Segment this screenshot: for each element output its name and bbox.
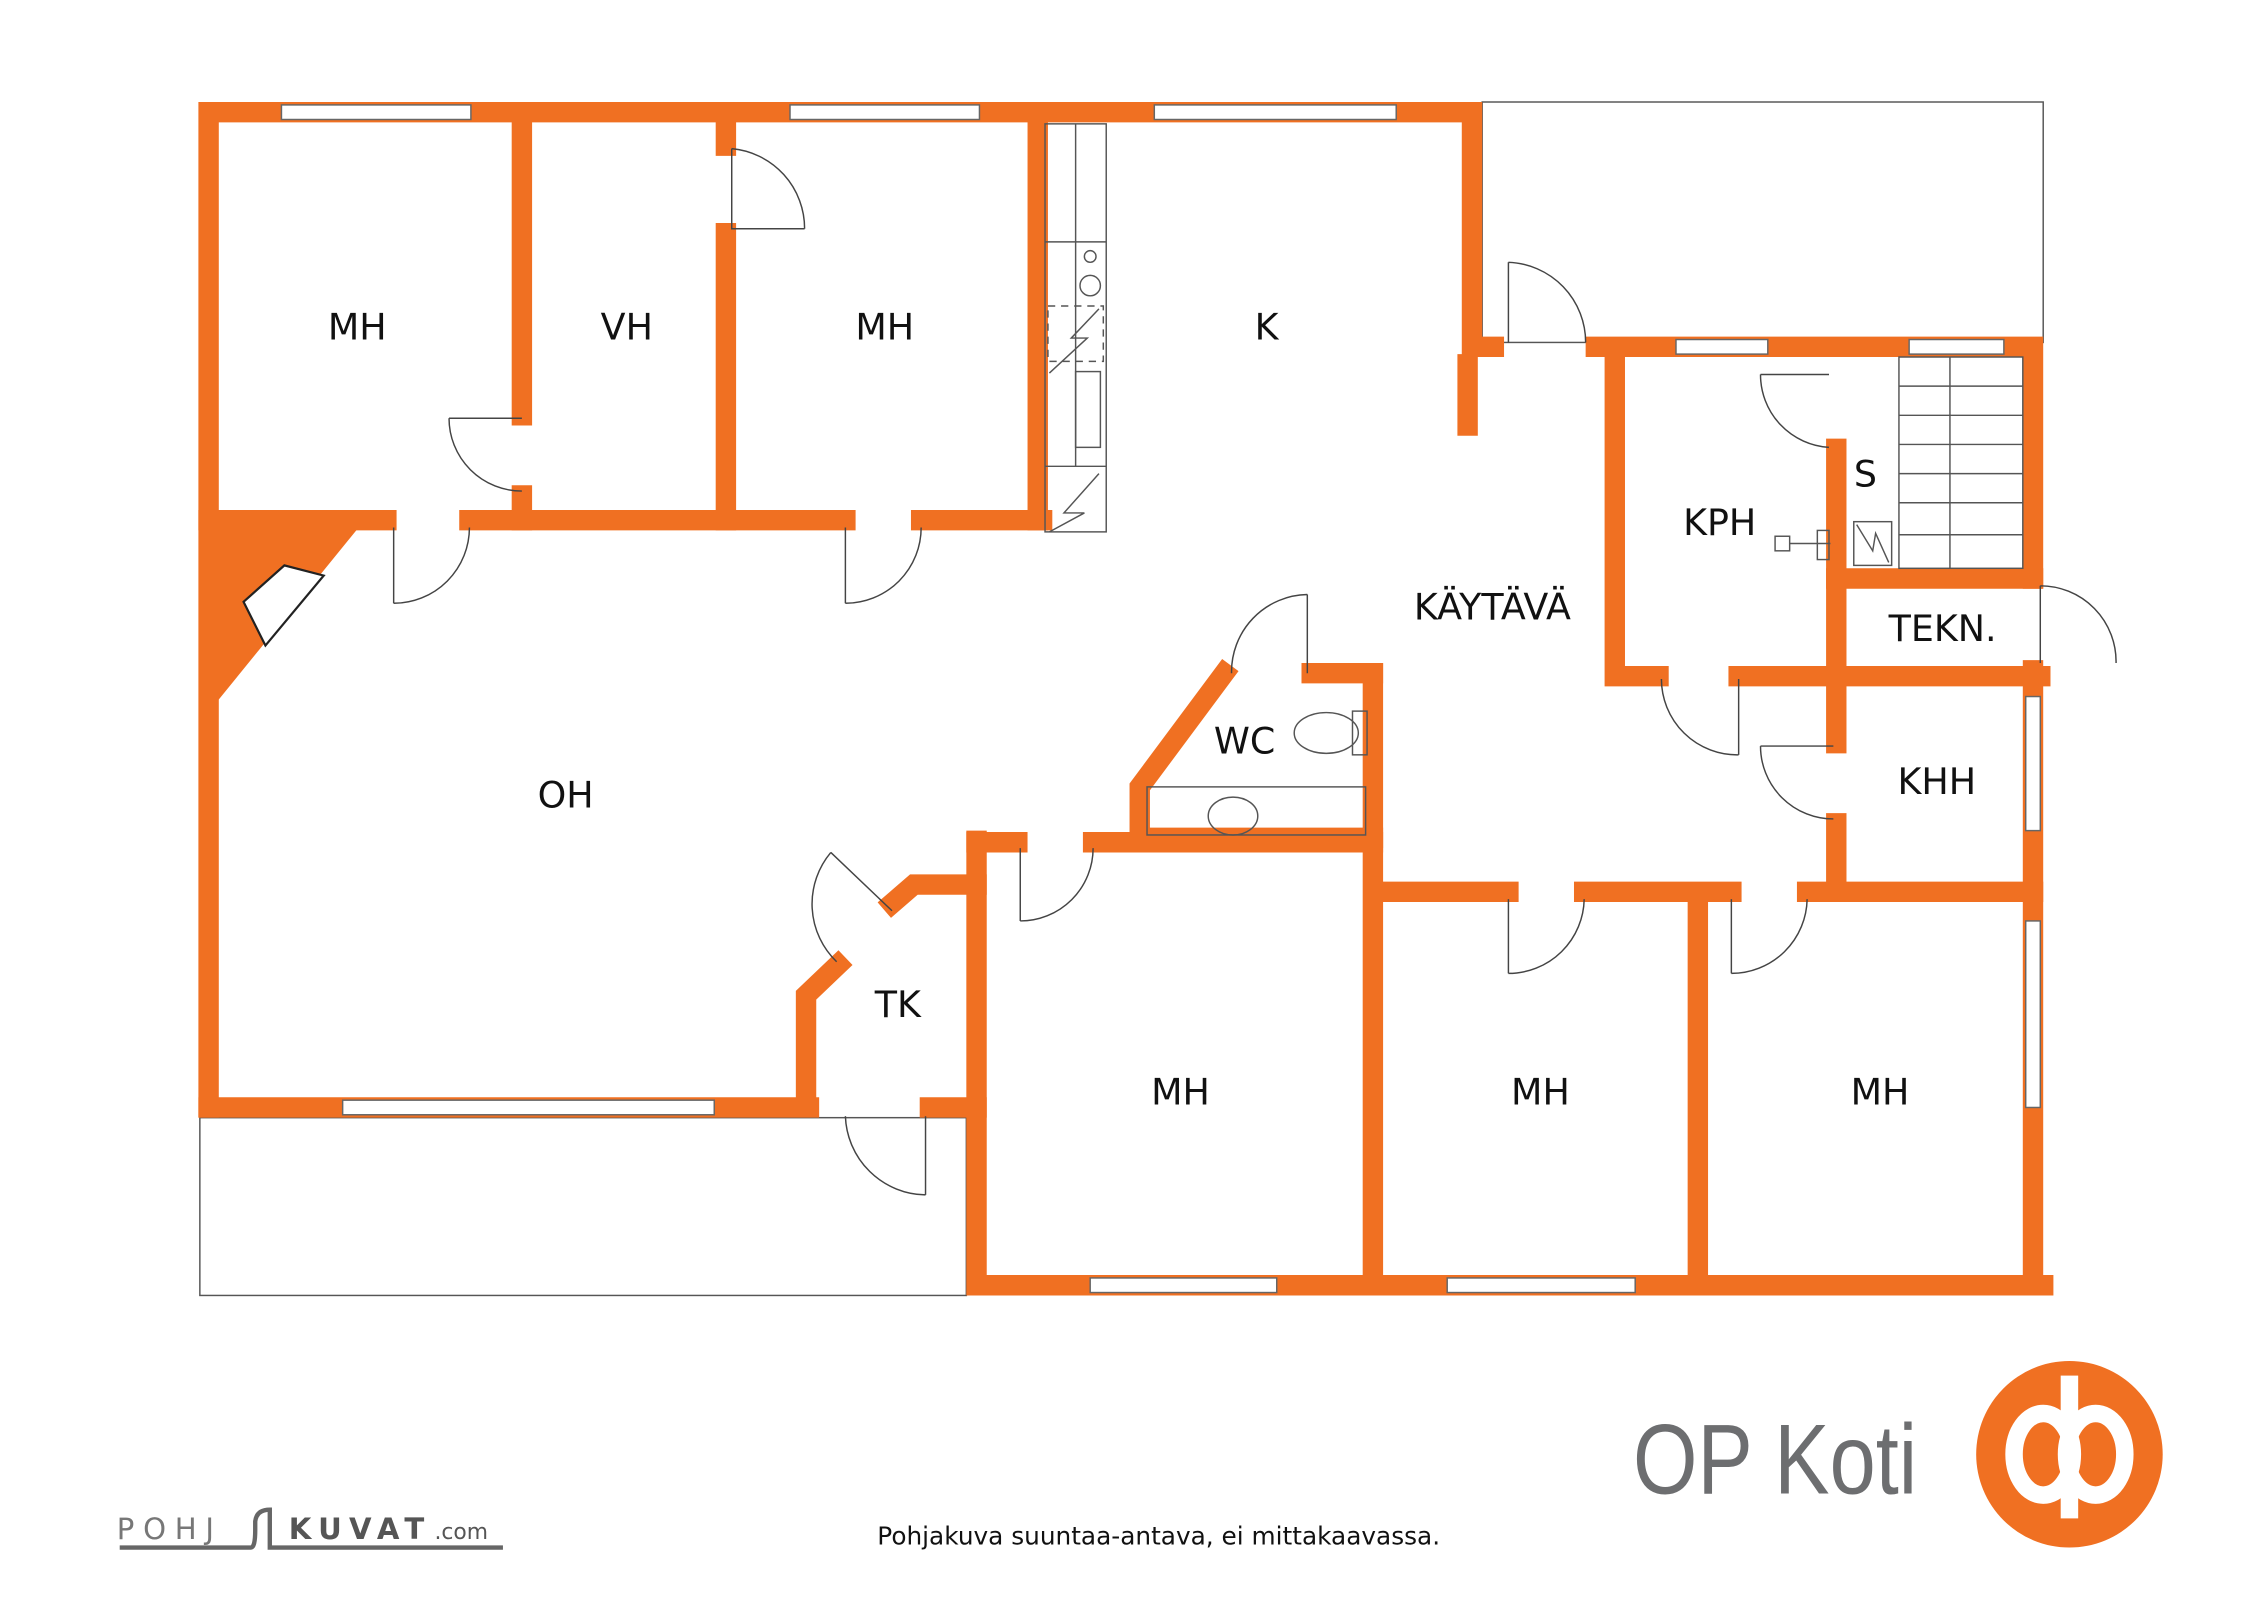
room-label-mh: MH bbox=[328, 306, 387, 349]
room-label-k: K bbox=[1255, 306, 1280, 349]
svg-text:.com: .com bbox=[434, 1520, 488, 1545]
room-label-mh: MH bbox=[1511, 1071, 1570, 1114]
windows bbox=[280, 104, 2042, 1294]
room-label-tekn: TEKN. bbox=[1888, 607, 1997, 650]
room-label-kaytava: KÄYTÄVÄ bbox=[1414, 585, 1571, 628]
disclaimer: Pohjakuva suuntaa-antava, ei mittakaavas… bbox=[877, 1522, 1440, 1551]
stairs bbox=[1853, 356, 2024, 570]
svg-text:POHJ: POHJ bbox=[117, 1512, 223, 1546]
fixtures bbox=[1146, 529, 1831, 836]
sink-icon bbox=[1207, 796, 1259, 836]
room-label-mh: MH bbox=[855, 306, 914, 349]
room-label-mh: MH bbox=[1151, 1071, 1210, 1114]
fireplace-opening bbox=[242, 564, 326, 648]
room-label-wc: WC bbox=[1214, 719, 1275, 762]
room-label-kph: KPH bbox=[1683, 501, 1756, 544]
op-logo bbox=[1976, 1361, 2163, 1548]
svg-text:KUVAT: KUVAT bbox=[289, 1512, 432, 1546]
walls bbox=[198, 102, 2054, 1296]
brand-name: OP Koti bbox=[1633, 1404, 1917, 1515]
room-label-mh: MH bbox=[1851, 1071, 1910, 1114]
room-label-s: S bbox=[1854, 453, 1877, 496]
room-label-khh: KHH bbox=[1898, 760, 1977, 803]
toilet-icon bbox=[1293, 711, 1360, 755]
doors bbox=[392, 147, 2117, 1196]
room-label-oh: OH bbox=[538, 773, 594, 816]
kitchen-counter bbox=[1044, 123, 1107, 533]
balcony-north bbox=[1481, 101, 2044, 344]
room-label-tk: TK bbox=[874, 983, 922, 1026]
pohjakuvat-logo: POHJ KUVAT .com bbox=[117, 1507, 503, 1550]
room-label-vh: VH bbox=[601, 306, 653, 349]
